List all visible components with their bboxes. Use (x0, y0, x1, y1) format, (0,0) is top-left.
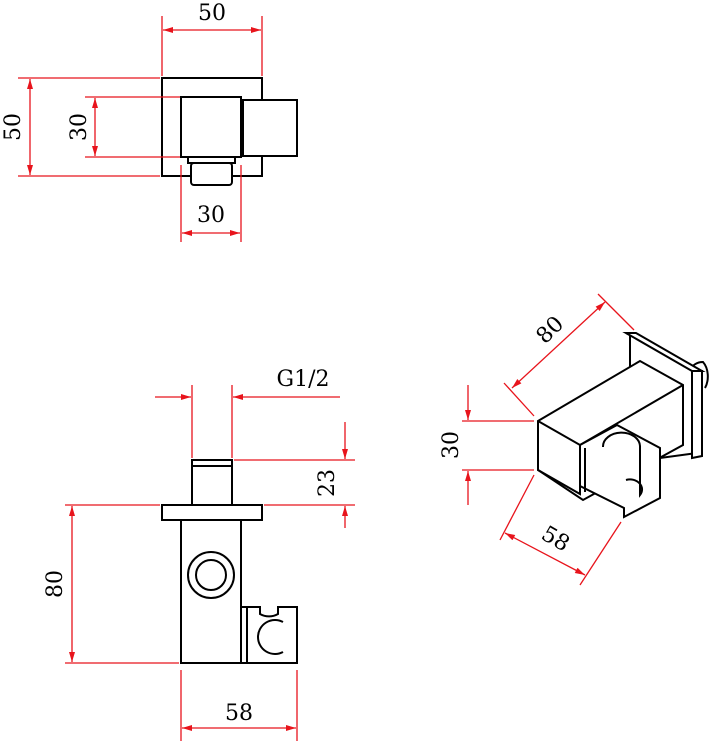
top-view: 50 50 30 30 (1, 1, 298, 242)
top-inner-height-label: 30 (67, 113, 92, 141)
top-width-label: 50 (198, 1, 226, 26)
front-depth-label: 58 (225, 701, 253, 726)
flange (161, 504, 263, 521)
outlet-ring (187, 551, 235, 599)
outlet (195, 559, 227, 591)
dimension-lines (462, 293, 635, 586)
holder-block (242, 99, 298, 157)
iso-view: 80 30 58 (439, 293, 709, 586)
iso-length-label: 80 (532, 312, 569, 349)
body-block (180, 96, 242, 158)
top-height-label: 50 (1, 113, 26, 141)
front-view: G1/2 23 80 58 (43, 367, 355, 741)
nipple (190, 162, 233, 186)
thread-length-label: 23 (315, 469, 340, 497)
body (180, 519, 242, 664)
iso-height-label: 30 (439, 431, 464, 459)
dimension-lines (65, 385, 355, 741)
hose-holder (240, 606, 298, 664)
dimension-lines (18, 16, 263, 242)
thread-label: G1/2 (277, 367, 330, 392)
thread-pipe (191, 459, 233, 506)
top-inner-width-label: 30 (197, 203, 225, 228)
front-height-label: 80 (43, 570, 68, 598)
iso-depth-label: 58 (537, 522, 574, 558)
